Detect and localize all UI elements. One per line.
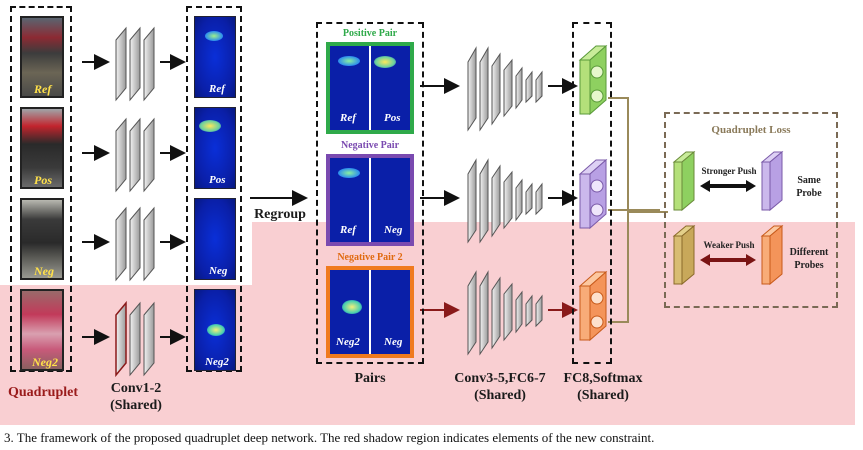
same-probe-line2: Probe [796, 188, 822, 199]
weaker-push-arrow [700, 254, 756, 266]
pair-negative-2: Negative Pair 2 Neg2 Neg [324, 252, 416, 360]
person-image-neg2: Neg2 [20, 289, 64, 371]
conv35-stack-2 [467, 158, 543, 244]
pair-negative-right: Neg [384, 224, 403, 236]
figure-caption: 3. The framework of the proposed quadrup… [4, 430, 655, 445]
pair-negative: Negative Pair Ref Neg [324, 140, 416, 248]
pair-title-negative: Negative Pair [340, 140, 400, 151]
regroup-label: Regroup [254, 207, 306, 222]
conv12-block-4 [115, 300, 155, 378]
pair-positive-right: Pos [384, 112, 401, 124]
pair-negative-left: Ref [340, 224, 356, 236]
conv-to-fc8-arrows [548, 78, 578, 318]
conv-to-heatmap-arrows [160, 54, 186, 345]
conv12-block-1 [115, 26, 155, 102]
conv35-stack-1 [467, 46, 543, 132]
fc8-block-orange [578, 270, 608, 342]
loss-olive-block [672, 224, 696, 286]
fc8-label: FC8,Softmax (Shared) [554, 370, 652, 404]
pair-title-negative-2: Negative Pair 2 [337, 252, 403, 263]
pair-positive-left: Ref [340, 112, 356, 124]
loss-orange-block [760, 224, 784, 286]
pairs-box [316, 22, 424, 364]
conv12-label-line1: Conv1-2 [110, 381, 162, 396]
image-tag-ref: Ref [34, 82, 52, 96]
fc8-label-line1: FC8,Softmax [563, 371, 643, 386]
quadruplet-loss-title: Quadruplet Loss [711, 124, 791, 136]
different-probes-label: Different Probes [782, 246, 836, 272]
heatmap-tag-neg: Neg [209, 265, 228, 277]
conv35-label-line2: (Shared) [474, 388, 526, 403]
pair-title-positive: Positive Pair [342, 28, 398, 39]
weaker-push-label: Weaker Push [703, 240, 755, 250]
conv12-label: Conv1-2 (Shared) [96, 380, 176, 414]
heatmap-box [186, 6, 242, 372]
quadruplet-loss-box [664, 112, 838, 308]
conv12-block-3 [115, 206, 155, 282]
loss-green-block [672, 150, 696, 212]
pair-positive: Positive Pair Ref Pos [324, 28, 416, 136]
heatmap-neg: Neg [194, 198, 236, 280]
image-tag-neg: Neg [34, 264, 54, 278]
image-tag-neg2: Neg2 [32, 355, 58, 369]
new-constraint-shade-low [0, 285, 855, 425]
conv35-label-line1: Conv3-5,FC6-7 [454, 371, 546, 386]
fc8-label-line2: (Shared) [577, 388, 629, 403]
fc8-block-green [578, 44, 608, 116]
pair-negative-2-right: Neg [384, 336, 403, 348]
person-image-pos: Pos [20, 107, 64, 189]
heatmap-ref: Ref [194, 16, 236, 98]
same-probe-label: Same Probe [784, 174, 834, 200]
heatmap-pos: Pos [194, 107, 236, 189]
heatmap-tag-neg2: Neg2 [205, 356, 229, 368]
heatmap-neg2: Neg2 [194, 289, 236, 371]
pair-negative-2-left: Neg2 [336, 336, 360, 348]
conv12-block-2 [115, 117, 155, 193]
fc8-box [572, 22, 612, 364]
fc8-to-loss-connectors [608, 97, 668, 323]
pairs-label: Pairs [354, 371, 386, 386]
same-probe-line1: Same [797, 175, 821, 186]
conv35-stack-3 [467, 270, 543, 356]
conv35-label: Conv3-5,FC6-7 (Shared) [438, 370, 562, 404]
heatmap-tag-pos: Pos [209, 174, 226, 186]
stronger-push-arrow [700, 180, 756, 192]
person-image-ref: Ref [20, 16, 64, 98]
loss-purple-block [760, 150, 784, 212]
different-probes-line1: Different [789, 247, 829, 258]
different-probes-line2: Probes [794, 260, 824, 271]
stronger-push-label: Stronger Push [701, 166, 757, 176]
heatmap-tag-ref: Ref [209, 83, 225, 95]
quadruplet-label: Quadruplet [7, 385, 78, 400]
image-tag-pos: Pos [34, 173, 52, 187]
fc8-block-purple [578, 158, 608, 230]
person-image-neg: Neg [20, 198, 64, 280]
conv12-label-line2: (Shared) [110, 398, 162, 413]
quadruplet-box [10, 6, 72, 372]
pair-to-conv-arrows [420, 78, 460, 318]
image-to-conv-arrows [82, 54, 110, 345]
